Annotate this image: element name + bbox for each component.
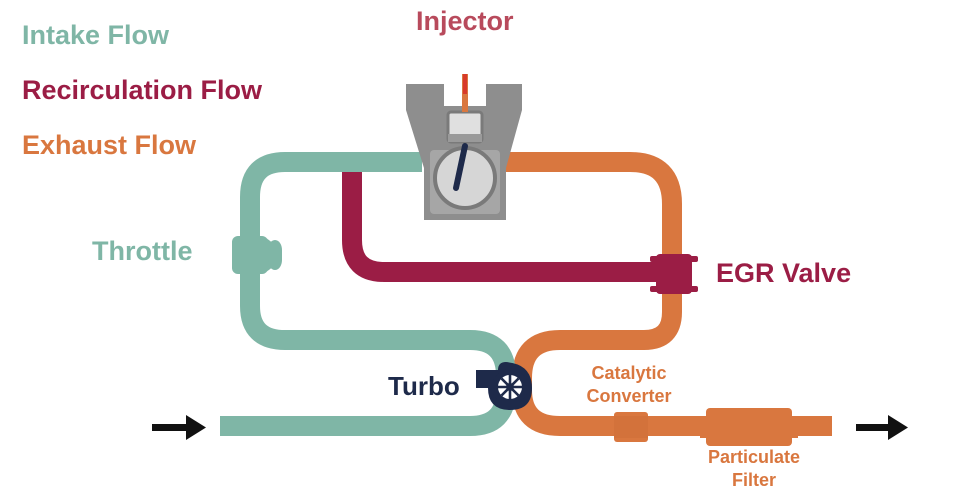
exhaust-loop — [500, 152, 832, 436]
outlet-arrow-icon — [856, 415, 908, 440]
turbo — [476, 362, 532, 410]
particulate-filter-label-line1: Particulate — [707, 447, 801, 467]
throttle-label: Throttle — [92, 236, 193, 266]
injector-label: Injector — [416, 6, 514, 36]
recirculation-pipe — [342, 172, 668, 282]
inlet-arrow-icon — [152, 415, 206, 440]
particulate-filter-label-line2: Filter — [731, 470, 776, 490]
particulate-filter-label: Particulate Filter — [698, 446, 810, 492]
engine-block — [406, 84, 522, 220]
legend-exhaust-flow: Exhaust Flow — [22, 130, 197, 160]
catalytic-converter — [614, 412, 648, 442]
recirculation-loop — [342, 172, 668, 282]
injector-nozzle — [462, 74, 468, 112]
turbo-label: Turbo — [388, 371, 460, 401]
intake-pipe — [220, 152, 516, 436]
catalytic-converter-label-line2: Converter — [586, 386, 672, 406]
throttle — [232, 236, 282, 274]
catalytic-converter-label: Catalytic Converter — [576, 362, 682, 408]
particulate-filter — [700, 408, 798, 446]
legend-intake-flow: Intake Flow — [22, 20, 170, 50]
catalytic-converter-label-line1: Catalytic — [591, 363, 667, 383]
egr-valve — [650, 254, 698, 294]
exhaust-pipe — [500, 152, 832, 436]
intake-loop — [220, 152, 516, 436]
legend-recirculation-flow: Recirculation Flow — [22, 75, 263, 105]
egr-valve-label: EGR Valve — [716, 258, 852, 288]
